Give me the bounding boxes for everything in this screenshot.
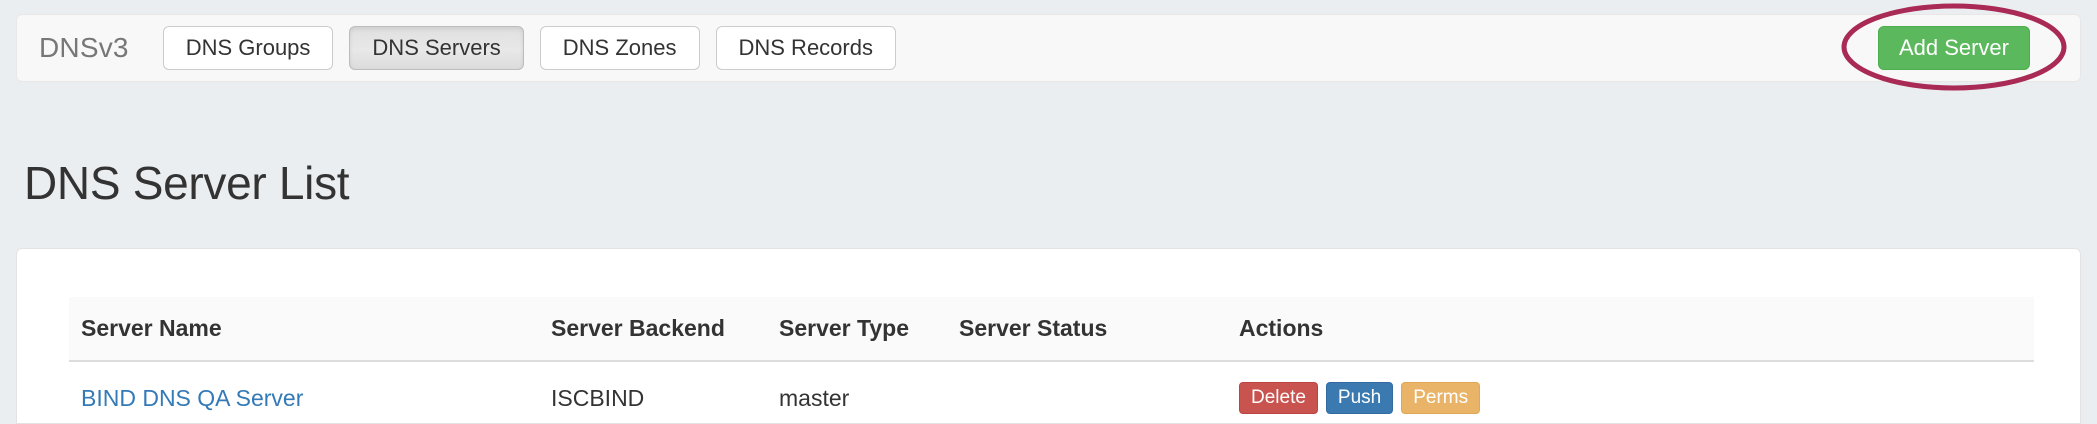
navbar-right-group: Add Server (1877, 26, 2058, 70)
top-navbar: DNSv3 DNS Groups DNS Servers DNS Zones D… (16, 14, 2081, 82)
brand-logo[interactable]: DNSv3 (39, 32, 129, 63)
dns-server-table: Server Name Server Backend Server Type S… (69, 297, 2034, 423)
delete-button[interactable]: Delete (1239, 382, 1318, 414)
tab-dns-servers[interactable]: DNS Servers (349, 26, 524, 70)
tab-dns-records[interactable]: DNS Records (715, 26, 896, 70)
nav-tab-group: DNS Groups DNS Servers DNS Zones DNS Rec… (162, 26, 896, 70)
perms-button[interactable]: Perms (1401, 382, 1481, 414)
column-header-actions[interactable]: Actions (1227, 297, 2034, 362)
cell-server-type: master (767, 361, 947, 423)
tab-dns-zones[interactable]: DNS Zones (539, 26, 700, 70)
cell-actions: Delete Push Perms (1227, 361, 2034, 423)
table-row: BIND DNS QA Server ISCBIND master Delete… (69, 361, 2034, 423)
cell-server-backend: ISCBIND (539, 361, 767, 423)
add-server-button[interactable]: Add Server (1877, 26, 2030, 70)
column-header-server-type[interactable]: Server Type (767, 297, 947, 362)
page-title: DNS Server List (24, 157, 350, 209)
cell-server-name: BIND DNS QA Server (69, 361, 539, 423)
action-button-group: Delete Push Perms (1239, 382, 1481, 414)
column-header-server-backend[interactable]: Server Backend (539, 297, 767, 362)
server-name-link[interactable]: BIND DNS QA Server (81, 384, 304, 411)
column-header-server-status[interactable]: Server Status (947, 297, 1227, 362)
column-header-server-name[interactable]: Server Name (69, 297, 539, 362)
table-header-row: Server Name Server Backend Server Type S… (69, 297, 2034, 362)
cell-server-status (947, 361, 1227, 423)
push-button[interactable]: Push (1325, 382, 1394, 414)
content-card: Server Name Server Backend Server Type S… (16, 248, 2081, 424)
tab-dns-groups[interactable]: DNS Groups (162, 26, 334, 70)
